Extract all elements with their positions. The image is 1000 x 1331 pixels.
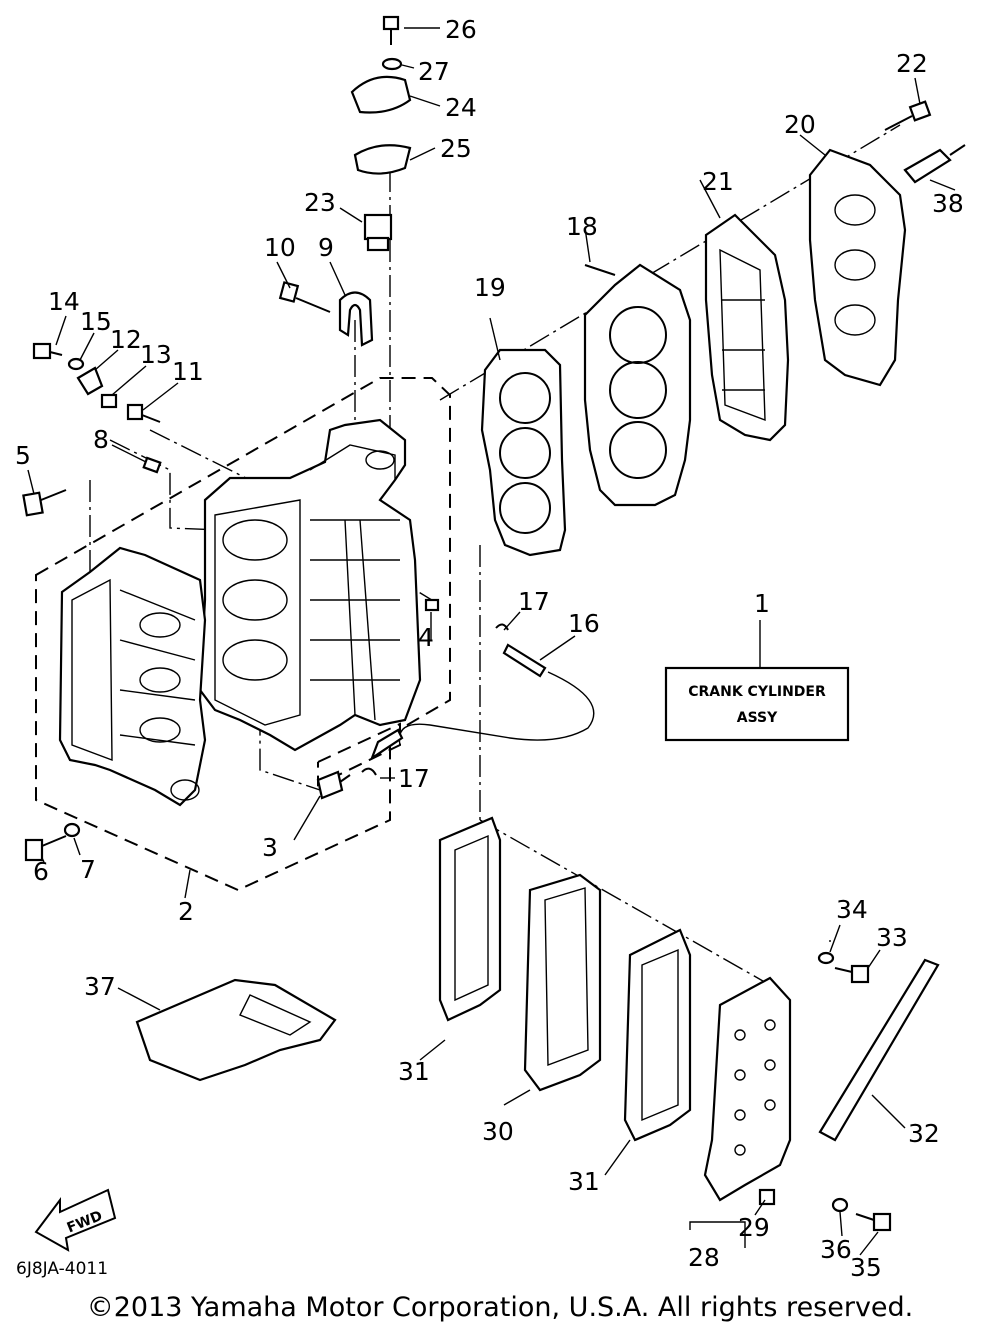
label-15: 15 [80, 307, 112, 336]
label-36: 36 [820, 1235, 852, 1264]
label-20: 20 [784, 110, 816, 139]
label-31b: 31 [568, 1167, 600, 1196]
label-38: 38 [932, 189, 964, 218]
label-13: 13 [140, 340, 172, 369]
exhaust-cover-28 [703, 976, 792, 1202]
crankcase [58, 546, 207, 807]
label-26: 26 [445, 15, 477, 44]
cylinder-head-gasket [480, 348, 567, 557]
head-cover [808, 148, 907, 387]
crank-cylinder-assy-box: CRANK CYLINDER ASSY [664, 666, 850, 742]
cylinder-head [583, 263, 692, 507]
hose-16 [369, 643, 595, 761]
label-17a: 17 [518, 587, 550, 616]
bolt-14 [32, 342, 63, 360]
label-9: 9 [318, 233, 334, 262]
washer-7 [63, 822, 81, 838]
label-1: 1 [754, 589, 770, 618]
thermostat-23 [363, 213, 393, 252]
fwd-arrow-icon: FWD [34, 1188, 117, 1252]
exhaust-plate-30 [523, 873, 602, 1092]
label-33: 33 [876, 923, 908, 952]
washer-36 [831, 1197, 849, 1213]
label-6: 6 [33, 857, 49, 886]
washer-27 [381, 57, 403, 71]
label-18: 18 [566, 212, 598, 241]
dowel-pin-8 [142, 456, 162, 474]
nut-13 [100, 393, 118, 409]
spark-plug-38 [903, 144, 966, 184]
label-27: 27 [418, 57, 450, 86]
label-10: 10 [264, 233, 296, 262]
bolt-6 [24, 835, 67, 862]
label-12: 12 [110, 325, 142, 354]
clip-17b [361, 767, 377, 776]
washer-34 [817, 951, 835, 965]
assy-box-line1: CRANK CYLINDER [688, 684, 826, 700]
label-31a: 31 [398, 1057, 430, 1086]
fitting-11 [126, 403, 161, 423]
label-21: 21 [702, 167, 734, 196]
label-16: 16 [568, 609, 600, 638]
label-2: 2 [178, 897, 194, 926]
label-23: 23 [304, 188, 336, 217]
assy-box-line2: ASSY [737, 710, 778, 726]
cylinder-block [198, 418, 422, 752]
label-34: 34 [836, 895, 868, 924]
label-3: 3 [262, 833, 278, 862]
bolt-5 [22, 489, 67, 517]
bolt-35 [855, 1212, 892, 1232]
thermostat-cover-24 [350, 75, 412, 114]
clip-17a [495, 623, 509, 631]
label-32: 32 [908, 1119, 940, 1148]
bolt-33 [834, 964, 870, 984]
part-number-labels: 26 27 24 25 23 10 9 14 15 12 13 11 8 5 4… [15, 15, 964, 1282]
bolt-10 [278, 281, 331, 313]
label-37: 37 [84, 972, 116, 1001]
label-22: 22 [896, 49, 928, 78]
label-29: 29 [738, 1213, 770, 1242]
bolt-22 [884, 100, 932, 131]
washer-15 [67, 357, 85, 371]
label-17b: 17 [398, 764, 430, 793]
fitting-29 [758, 1188, 776, 1206]
label-19: 19 [474, 273, 506, 302]
gasket-37 [135, 978, 337, 1082]
plate-12 [76, 366, 104, 396]
label-30: 30 [482, 1117, 514, 1146]
gasket-31b [623, 928, 692, 1142]
gasket-31a [438, 816, 502, 1022]
dowel-pin-4 [424, 598, 440, 612]
label-4: 4 [418, 623, 434, 652]
gasket-25 [353, 144, 412, 175]
diagram-code: 6J8JA-4011 [16, 1259, 108, 1279]
copyright-notice: ©2013 Yamaha Motor Corporation, U.S.A. A… [87, 1292, 914, 1323]
leader-lines [27, 27, 956, 1256]
hose-32 [818, 958, 940, 1142]
bolt-26 [382, 15, 400, 45]
label-14: 14 [48, 287, 80, 316]
label-25: 25 [440, 134, 472, 163]
head-cover-gasket [704, 213, 790, 442]
label-28: 28 [688, 1243, 720, 1272]
label-7: 7 [80, 855, 96, 884]
clamp-9 [338, 291, 374, 347]
label-35: 35 [850, 1253, 882, 1282]
label-11: 11 [172, 357, 204, 386]
fitting-3 [316, 770, 351, 800]
label-24: 24 [445, 93, 477, 122]
label-8: 8 [93, 425, 109, 454]
crankcase-assembly-boundary [35, 377, 451, 892]
label-5: 5 [15, 441, 31, 470]
